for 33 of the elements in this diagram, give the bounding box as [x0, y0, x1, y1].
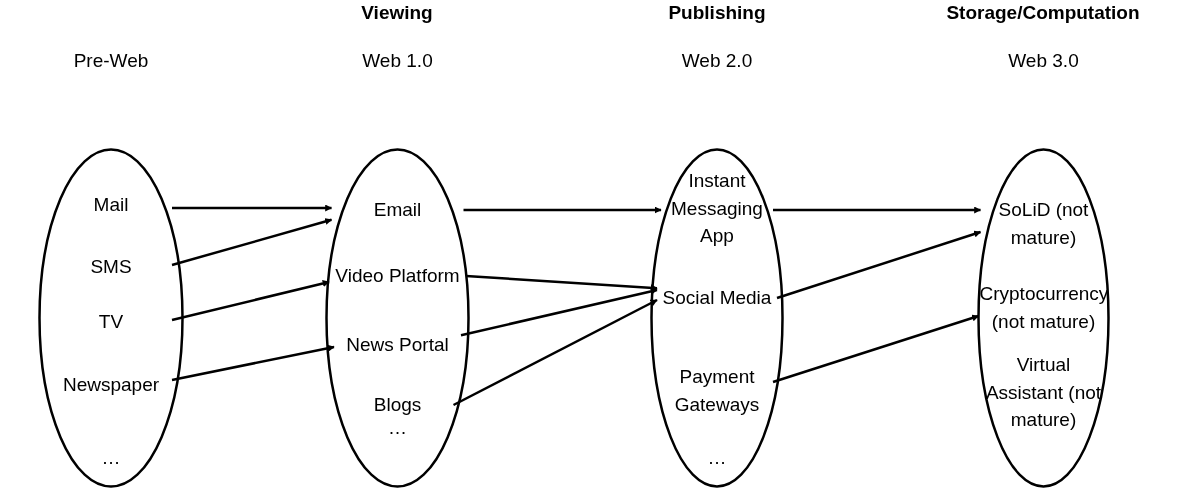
item-label: Payment Gateways: [662, 363, 772, 419]
item-label: News Portal: [335, 331, 460, 359]
item-label: Virtual Assistant (not mature): [981, 350, 1106, 434]
item-label: …: [81, 444, 141, 472]
item-label: Instant Messaging App: [662, 166, 772, 250]
arrow: [172, 204, 333, 212]
era-label: Pre-Web: [73, 50, 149, 72]
arrow: [772, 314, 980, 384]
arrow: [171, 344, 335, 382]
item-label: Email: [332, 196, 463, 224]
arrow: [171, 280, 330, 322]
item-label: Cryptocurrency (not mature): [979, 280, 1108, 336]
arrow: [452, 298, 658, 407]
era-label: Web 2.0: [681, 50, 753, 72]
arrow: [465, 274, 658, 292]
item-label: Newspaper: [51, 371, 171, 399]
arrow: [460, 288, 658, 337]
stage-heading: Storage/Computation: [946, 2, 1140, 24]
stage-heading: Publishing: [668, 2, 766, 24]
item-label: Video Platform: [330, 262, 465, 290]
item-label: SoLiD (not mature): [981, 196, 1106, 252]
item-label: Mail: [51, 191, 171, 219]
arrow: [171, 218, 333, 267]
stage-heading: Viewing: [361, 2, 433, 24]
item-label: Social Media: [658, 284, 776, 312]
item-label: …: [687, 444, 747, 472]
item-label: SMS: [51, 253, 171, 281]
item-label: TV: [51, 308, 171, 336]
arrow: [463, 206, 662, 214]
arrow: [773, 206, 982, 214]
arrow: [776, 230, 982, 300]
era-label: Web 1.0: [362, 50, 433, 72]
era-label: Web 3.0: [1008, 50, 1079, 72]
